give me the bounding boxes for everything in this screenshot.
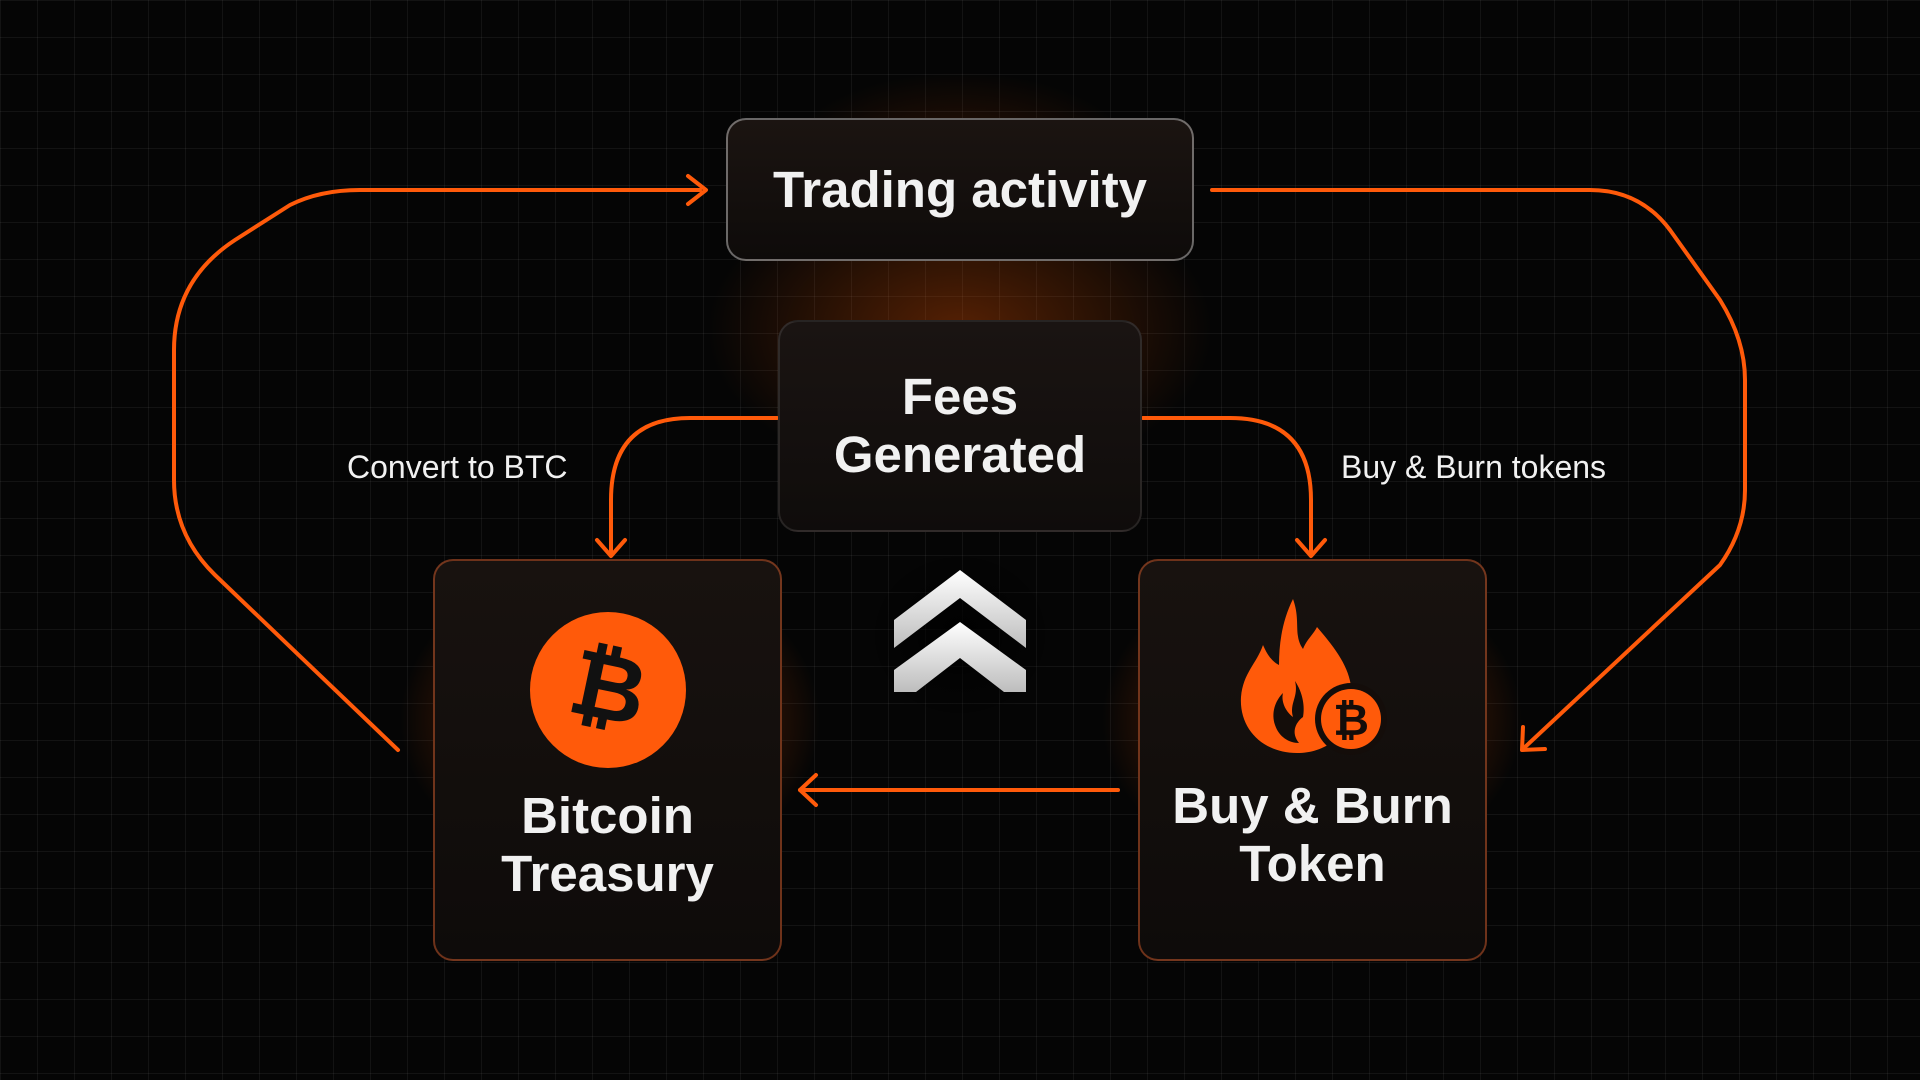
flame-bitcoin-icon: ₿: [1240, 599, 1387, 755]
double-chevron-up-logo-icon: [894, 570, 1026, 692]
node-buy-burn-token-label: Buy & Burn Token: [1172, 777, 1453, 892]
arrow-fees-to-burn: [1141, 416, 1313, 557]
arrow-fees-to-treasury: [609, 416, 779, 557]
arrow-head-treasury: [595, 538, 627, 558]
node-trading-activity: Trading activity: [726, 118, 1194, 261]
arrow-trading-to-burn: [1210, 188, 1747, 749]
arrow-head-burn: [1520, 725, 1547, 752]
edge-label-convert-to-btc: Convert to BTC: [347, 449, 568, 485]
arrow-treasury-to-trading: [172, 188, 702, 752]
node-trading-activity-label: Trading activity: [772, 160, 1148, 218]
bitcoin-coin-icon: ₿: [529, 612, 686, 768]
arrow-head-treasury-side: [798, 773, 818, 807]
edge-label-buy-burn-tokens: Buy & Burn tokens: [1341, 449, 1607, 485]
node-bitcoin-treasury: ₿ Bitcoin Treasury: [433, 559, 782, 961]
node-fees-generated-label: Fees Generated: [833, 368, 1087, 483]
node-buy-burn-token: ₿ Buy & Burn Token: [1138, 559, 1487, 961]
node-bitcoin-treasury-label: Bitcoin Treasury: [501, 787, 714, 902]
svg-text:₿: ₿: [1333, 696, 1369, 745]
node-fees-generated: Fees Generated: [778, 320, 1142, 532]
arrow-head-burn-top: [1295, 538, 1327, 558]
arrow-head-trading: [686, 174, 708, 206]
